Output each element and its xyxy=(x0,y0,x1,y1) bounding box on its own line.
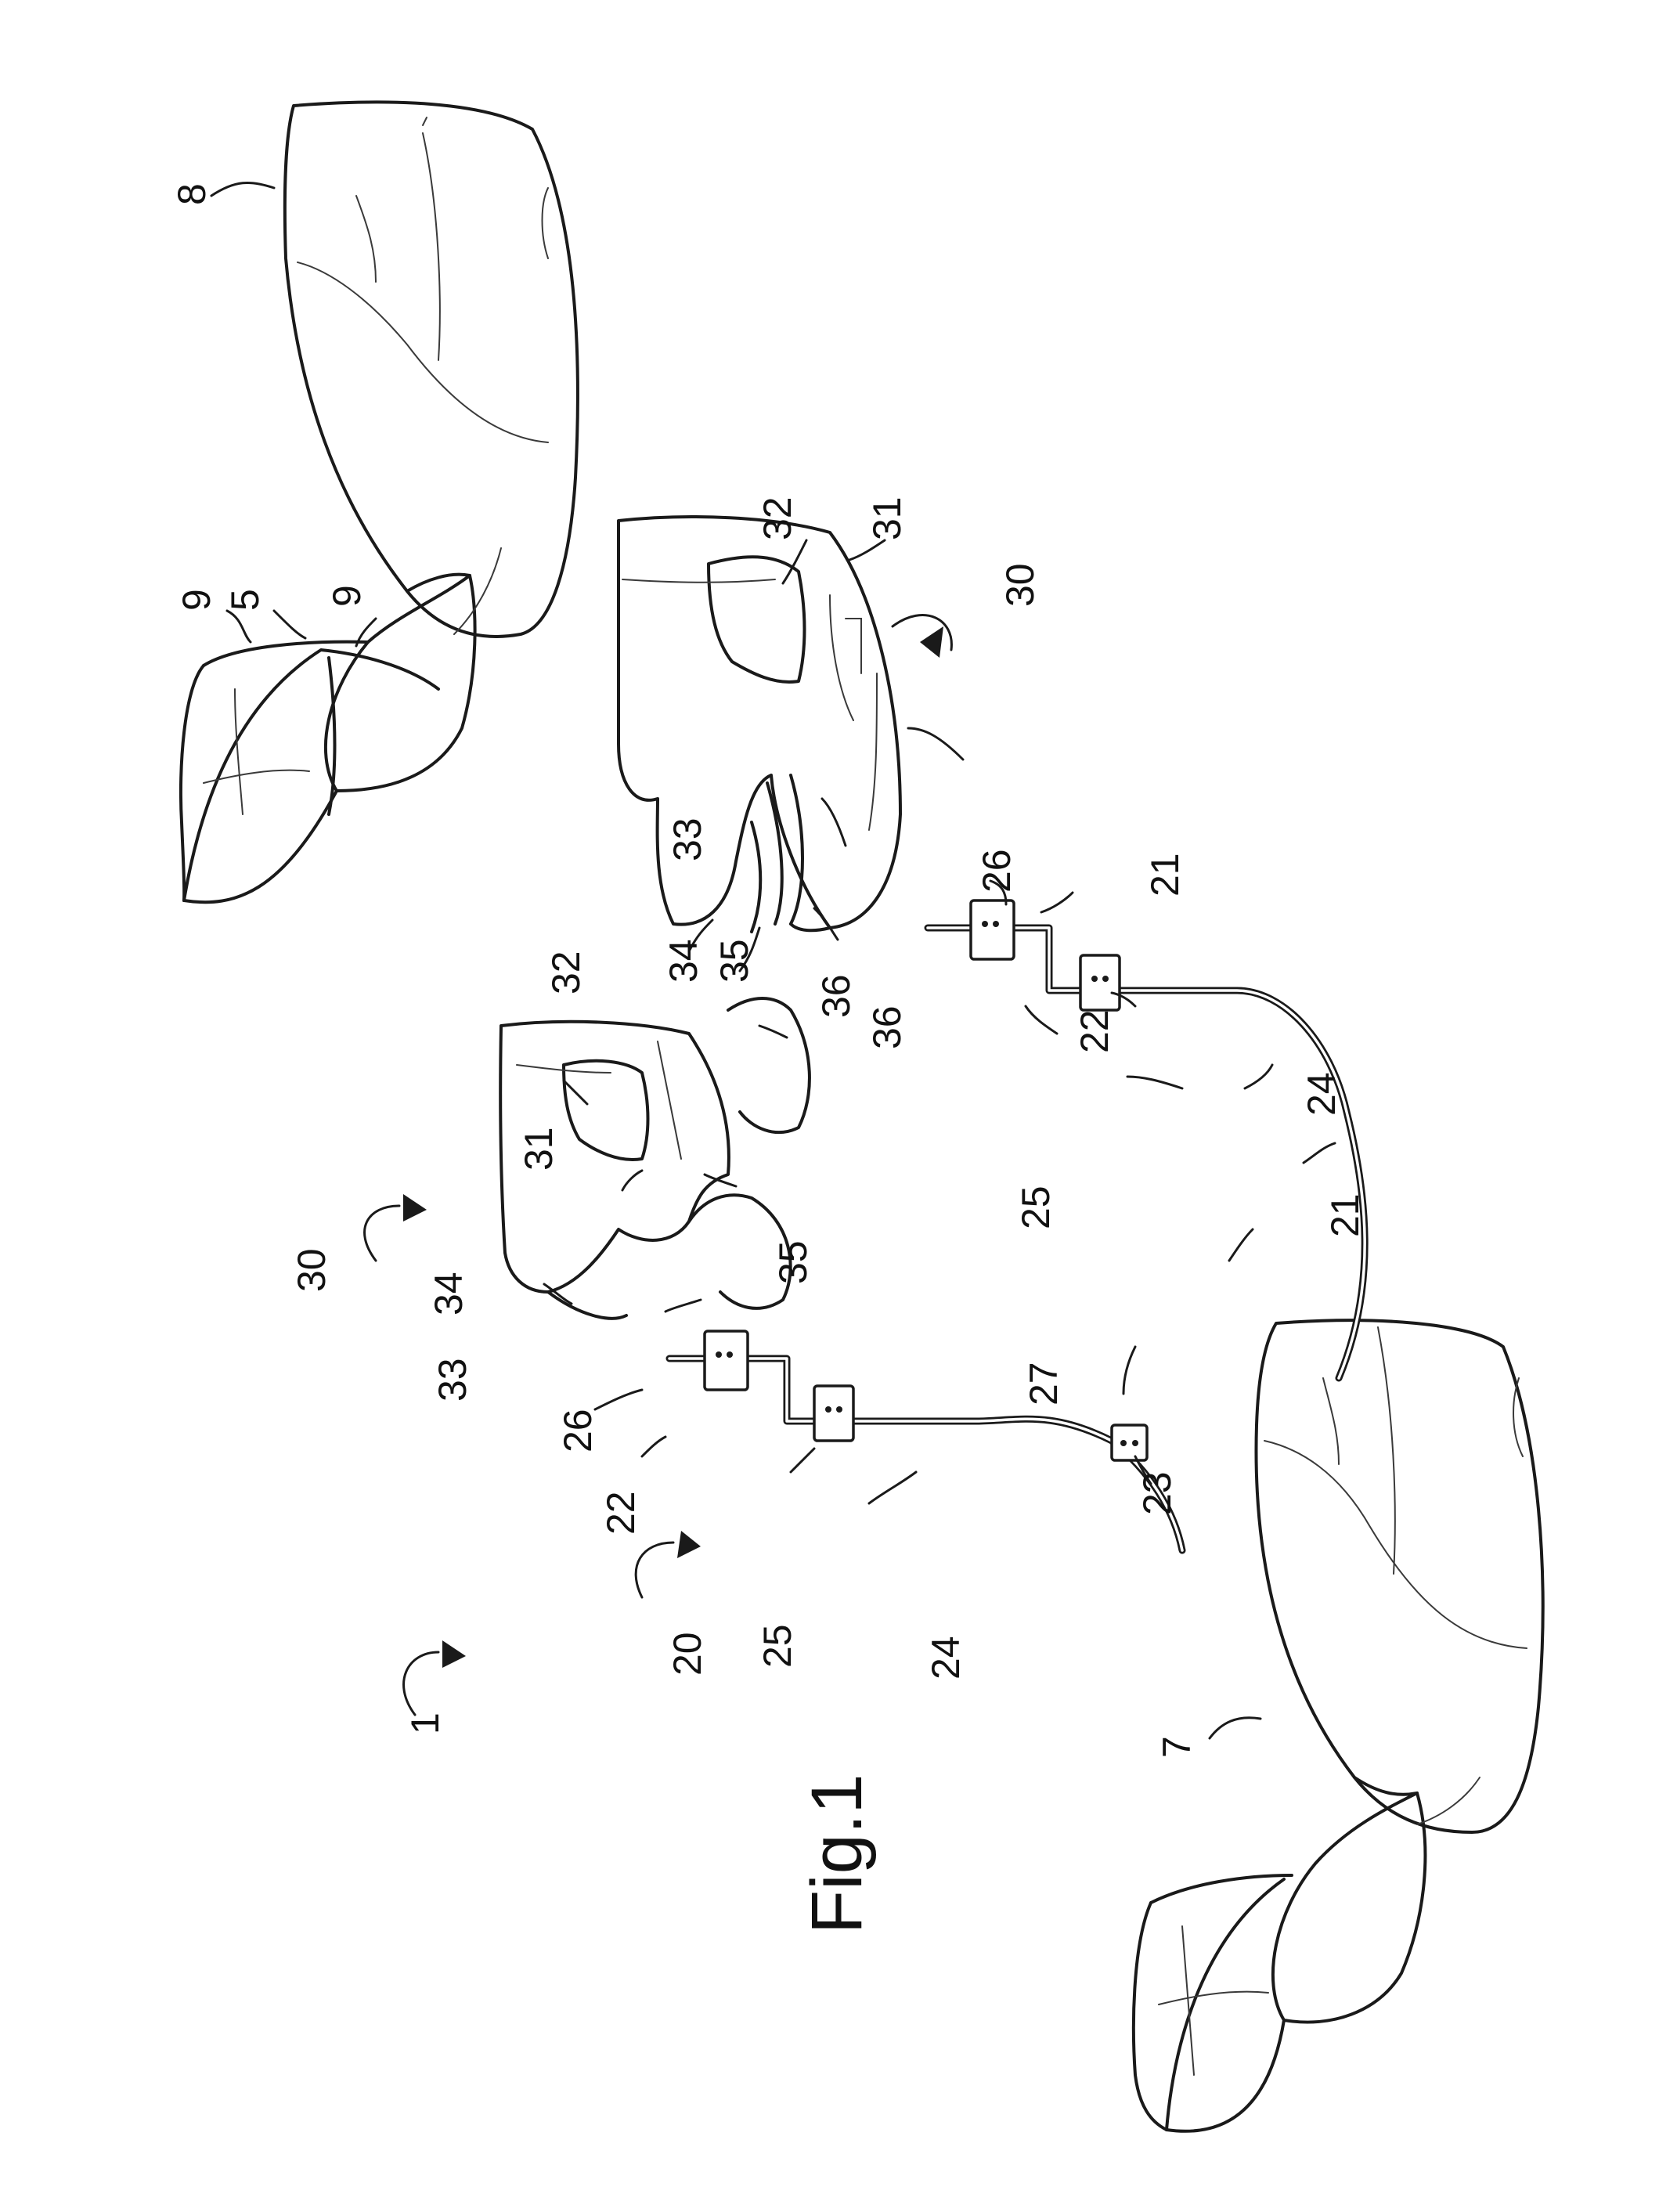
figure-caption: Fig.1 xyxy=(797,1774,877,1934)
label-25-left: 25 xyxy=(756,1624,799,1668)
label-27: 27 xyxy=(1022,1362,1066,1406)
arrows xyxy=(365,615,952,1715)
wire-frame-20-right xyxy=(928,900,1365,1460)
label-32-right: 32 xyxy=(756,496,799,540)
seat-shell-7 xyxy=(1134,1320,1543,2131)
label-24-left: 24 xyxy=(924,1636,968,1680)
label-31-left: 31 xyxy=(517,1127,561,1171)
wire-frame-20-left xyxy=(669,1331,1182,1550)
label-24-right: 24 xyxy=(1300,1072,1343,1116)
label-9a: 9 xyxy=(175,589,218,611)
label-22-left: 22 xyxy=(599,1491,643,1535)
label-7: 7 xyxy=(1155,1736,1199,1758)
label-8: 8 xyxy=(170,183,214,205)
seat-shell-8 xyxy=(181,102,578,902)
label-32-left: 32 xyxy=(544,951,588,994)
label-35-left: 35 xyxy=(771,1240,815,1284)
label-33-left: 33 xyxy=(431,1358,474,1402)
label-35-right: 35 xyxy=(712,939,756,983)
label-36-right: 36 xyxy=(814,974,858,1018)
arrow-30-right xyxy=(920,626,943,658)
label-21-right-top: 21 xyxy=(1143,853,1187,897)
cushion-insert-30-large xyxy=(619,517,900,932)
label-25-right: 25 xyxy=(1014,1185,1058,1229)
label-5: 5 xyxy=(223,589,267,611)
arrow-1 xyxy=(442,1640,466,1668)
label-33-right: 33 xyxy=(665,817,709,861)
label-30-left: 30 xyxy=(290,1248,334,1292)
label-9b: 9 xyxy=(325,585,369,607)
label-20: 20 xyxy=(665,1632,709,1676)
label-30-right: 30 xyxy=(998,563,1042,607)
label-34-right: 34 xyxy=(662,939,705,983)
label-21-right-bottom: 21 xyxy=(1323,1193,1367,1237)
label-36-left: 36 xyxy=(865,1005,909,1049)
arrow-30-left xyxy=(403,1194,427,1221)
label-22-right: 22 xyxy=(1073,1009,1116,1053)
label-26-right: 26 xyxy=(975,849,1019,893)
reference-numerals: 8 9 5 9 7 32 31 30 33 34 35 36 32 31 30 … xyxy=(170,183,1367,1934)
arrow-20 xyxy=(677,1531,701,1558)
label-31-right: 31 xyxy=(865,496,909,540)
label-34-left: 34 xyxy=(427,1272,471,1315)
label-26-left: 26 xyxy=(556,1409,600,1452)
label-1: 1 xyxy=(403,1712,447,1734)
label-23: 23 xyxy=(1135,1471,1179,1515)
